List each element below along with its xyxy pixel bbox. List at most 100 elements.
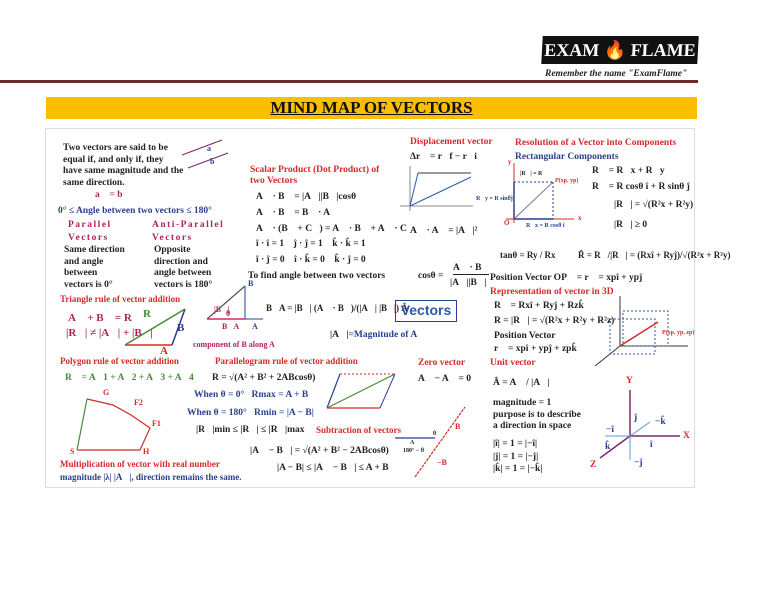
label-theta: θ bbox=[433, 431, 437, 437]
triangle-formula: A⃗ + B⃗ = R⃗ bbox=[68, 312, 141, 324]
minus-k bbox=[629, 421, 651, 437]
vertex-H: H bbox=[143, 447, 150, 456]
cos-lhs: cosθ = bbox=[418, 271, 444, 281]
subtraction-diagram bbox=[395, 406, 466, 478]
vector-R bbox=[76, 398, 88, 451]
scalar-formula: î · î = 1 ĵ · ĵ = 1 k̂ · k̂ = 1 bbox=[256, 239, 366, 249]
page-title: MIND MAP OF VECTORS bbox=[46, 97, 697, 119]
vector-B bbox=[326, 373, 341, 409]
label-Ry: R⃗y = R sinθĵ bbox=[476, 196, 513, 202]
vertex-F1: F1 bbox=[152, 419, 161, 428]
y-label: y bbox=[508, 158, 512, 166]
component-diagram bbox=[206, 285, 263, 320]
unit-formula: R̂ = R⃗/|R⃗| = (Rxî + Ryĵ)/√(R²x + R²y) bbox=[578, 250, 731, 260]
equal-formula: a⃗ = b⃗ bbox=[95, 190, 130, 200]
subtraction-formula: |A⃗ − B⃗| = √(A² + B² − 2ABcosθ) bbox=[250, 446, 389, 456]
triangle-inequality: |R⃗| ≠ |A⃗| + |B⃗| bbox=[66, 327, 153, 339]
label-Rx: R⃗x = R cosθ î bbox=[526, 223, 565, 229]
zero-vector-formula: A⃗ − A⃗ = 0⃗ bbox=[418, 374, 479, 384]
self-dot: A⃗ · A⃗ = |A⃗|² bbox=[410, 226, 478, 236]
label-minus-j: −ĵ bbox=[634, 458, 643, 468]
box bbox=[622, 310, 669, 347]
threeD-title: Representation of vector in 3D bbox=[490, 287, 614, 297]
threeD-formula: R = |R⃗| = √(R²x + R²y + R²z) bbox=[494, 316, 615, 326]
component-caption: component of B along A bbox=[193, 340, 275, 349]
examflame-logo: EXAM 🔥 FLAME bbox=[541, 36, 699, 64]
threeD-formula: R⃗ = Rxî + Ryĵ + Rzk̂ bbox=[494, 301, 584, 311]
cos-numerator: A⃗ · B⃗ bbox=[453, 263, 489, 276]
resolution-formula: R⃗ = R cosθ î + R sinθ ĵ bbox=[592, 182, 690, 192]
equal-vectors-text: Two vectors are said to be equal if, and… bbox=[63, 143, 183, 189]
threeD-formula: r⃗ = xpî + ypĵ + zpk̂ bbox=[494, 344, 577, 354]
label-Y: Y bbox=[626, 376, 633, 386]
angle-range: 0° ≤ Angle between two vectors ≤ 180° bbox=[58, 206, 212, 216]
resolution-title: Resolution of a Vector into Components bbox=[515, 138, 677, 148]
label-minus-B: −B⃗ bbox=[437, 458, 454, 467]
component-formula: B⃗A = |B⃗| (A⃗ · B⃗)/(|A⃗| |B⃗|) Â bbox=[266, 303, 408, 313]
divider bbox=[0, 80, 698, 83]
unit-vector-formula: Â = A⃗ / |A⃗| bbox=[493, 378, 550, 388]
label-Z: Z bbox=[590, 460, 597, 470]
polygon-diagram bbox=[76, 398, 151, 451]
displacement-formula: Δr⃗ = r⃗f − r⃗i bbox=[410, 152, 477, 162]
vertex-F2: F2 bbox=[134, 398, 143, 407]
label-180-theta: 180° − θ bbox=[403, 448, 424, 454]
origin-O: O bbox=[504, 219, 510, 227]
vector-b bbox=[187, 152, 229, 169]
polygon-path bbox=[77, 398, 151, 451]
theta-180: When θ = 180° Rmin = |A − B| bbox=[187, 408, 314, 418]
vector-B bbox=[206, 285, 246, 320]
zero-vector-title: Zero vector bbox=[418, 358, 466, 368]
label-k: k̂ bbox=[605, 442, 611, 452]
scalar-formula: î · ĵ = 0 î · k̂ = 0 k̂ · ĵ = 0 bbox=[256, 255, 366, 265]
displacement-diagram bbox=[400, 166, 473, 211]
threeD-formula: Position Vector bbox=[494, 331, 556, 341]
mind-map-frame bbox=[45, 128, 695, 488]
label-B: B⃗ bbox=[177, 322, 193, 334]
vertex-S: S bbox=[70, 447, 75, 456]
side bbox=[379, 373, 396, 409]
vector-ri bbox=[409, 172, 419, 207]
unit-norms: |î| = 1 = |−î||ĵ| = 1 = |−ĵ||k̂| = 1 = |… bbox=[493, 439, 543, 474]
displacement-title: Displacement vector bbox=[410, 137, 493, 147]
range-formula: |R⃗|min ≤ |R⃗| ≤ |R⃗|max bbox=[196, 425, 305, 435]
magnitude-definition: |A⃗|=Magnitude of A⃗ bbox=[330, 330, 425, 340]
label-X: X bbox=[683, 431, 690, 441]
label-j: ĵ bbox=[634, 413, 638, 423]
label-minus-i: −î bbox=[606, 425, 615, 435]
label-A: A⃗ bbox=[160, 345, 177, 357]
cos-denominator: |A⃗||B⃗| bbox=[450, 278, 487, 288]
vertex-G: G bbox=[103, 388, 110, 397]
text-line: have same magnitude and the bbox=[63, 166, 184, 176]
label-B: B⃗ bbox=[455, 422, 467, 431]
subtraction-inequality: |A − B| ≤ |A⃗ − B⃗| ≤ A + B bbox=[277, 463, 389, 473]
tagline: Remember the name "ExamFlame" bbox=[545, 69, 688, 79]
diagram-magnitude: |R⃗| = R bbox=[520, 171, 543, 177]
label-A: A⃗ bbox=[410, 440, 419, 446]
rectangular-diagram bbox=[506, 163, 574, 223]
rectangular-components-title: Rectangular Components bbox=[515, 152, 619, 162]
scalar-formula: A⃗ · B⃗ = |A⃗||B⃗|cosθ bbox=[256, 192, 357, 202]
vector-a bbox=[181, 139, 223, 156]
label-theta: θ bbox=[226, 309, 231, 318]
resolution-formula: R⃗ = R⃗x + R⃗y bbox=[592, 166, 665, 176]
theta-zero: When θ = 0° Rmax = A + B bbox=[194, 390, 309, 400]
vector-R bbox=[326, 373, 396, 409]
label-i: î bbox=[650, 440, 653, 450]
angle-text: To find angle between two vectors bbox=[248, 271, 386, 281]
vector-R bbox=[124, 308, 186, 346]
magnitude-nonnegative: |R⃗| ≥ 0 bbox=[614, 220, 648, 230]
label-Bmag: |B⃗| bbox=[214, 305, 230, 314]
point-P: P(xp, yp) bbox=[555, 178, 579, 184]
text-line: Two vectors are said to be bbox=[63, 143, 168, 153]
multiplication-text: magnitude |λ| |A⃗|, direction remains th… bbox=[60, 472, 242, 482]
equal-vectors-diagram bbox=[181, 139, 229, 169]
vector-B bbox=[414, 406, 466, 478]
magnitude-formula: |R⃗| = √(R²x + R²y) bbox=[614, 200, 694, 210]
polygon-title: Polygon rule of vector addition bbox=[60, 356, 179, 366]
central-topic-vectors: Vectors bbox=[395, 300, 457, 322]
triangle-title: Triangle rule of vector addition bbox=[60, 294, 181, 304]
